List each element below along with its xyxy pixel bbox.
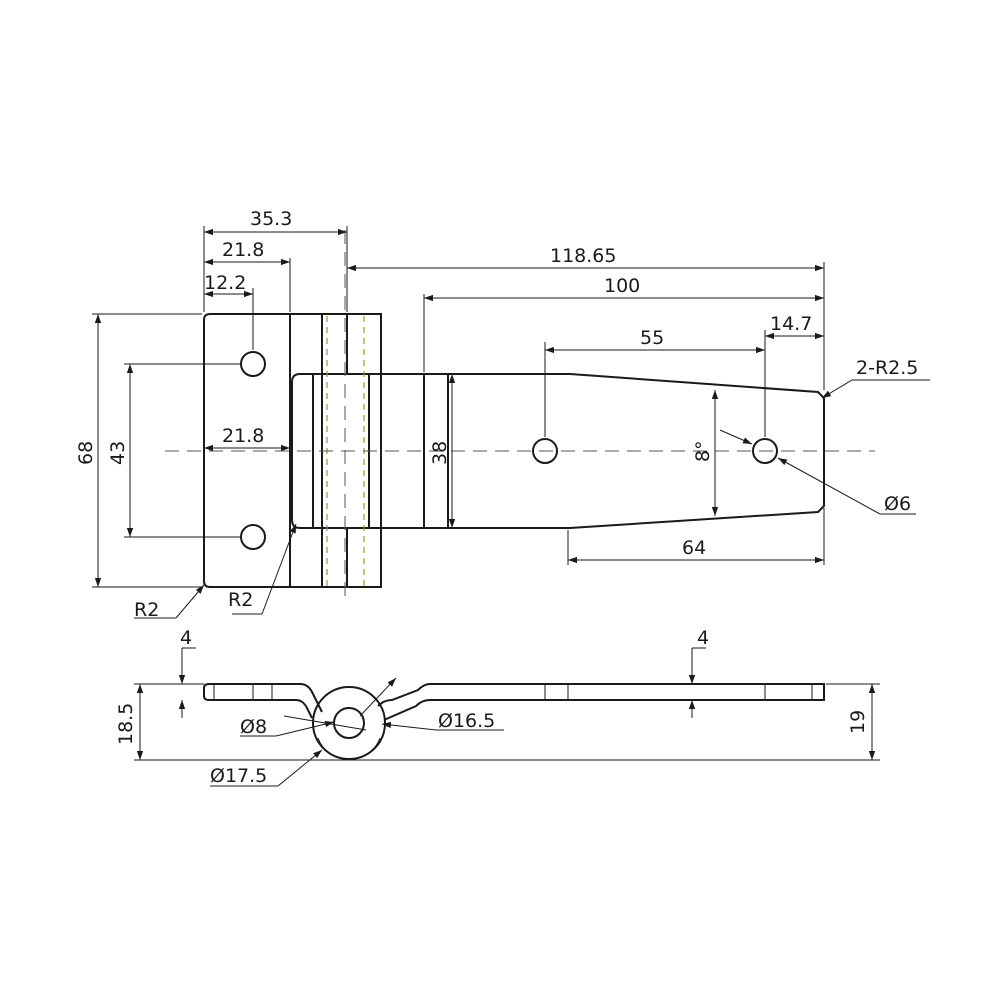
dim-35-3: 35.3 — [250, 208, 292, 230]
callout-dia-16-5: Ø16.5 — [438, 710, 495, 732]
dim-118-65: 118.65 — [550, 245, 616, 267]
dim-12-2: 12.2 — [204, 272, 246, 294]
side-view: 4 4 18.5 19 Ø8 Ø16.5 Ø17.5 — [115, 627, 880, 787]
leaf-hole-lower — [240, 524, 266, 550]
moving-leaf-outline — [291, 373, 825, 529]
dim-64: 64 — [682, 537, 706, 559]
dim-thickness-4-left: 4 — [180, 627, 192, 649]
dim-55: 55 — [640, 327, 664, 349]
dim-thickness-4-right: 4 — [697, 627, 709, 649]
dim-14-7: 14.7 — [770, 313, 812, 335]
callout-2-r2-5: 2-R2.5 — [856, 357, 918, 379]
dim-21-8-mid: 21.8 — [222, 425, 264, 447]
dim-43: 43 — [107, 441, 129, 465]
top-view: 35.3 21.8 12.2 118.65 100 55 14.7 68 43 … — [75, 208, 930, 621]
callout-dia-6: Ø6 — [884, 493, 911, 515]
dim-8-degrees: 8° — [692, 440, 714, 462]
fixed-leaf-outline — [203, 313, 382, 588]
dim-height-19: 19 — [847, 710, 869, 734]
leader-lines — [134, 379, 930, 619]
left-plate — [203, 683, 323, 719]
right-plate — [377, 683, 825, 721]
side-leader-lines — [210, 677, 504, 787]
knuckle-inner-arc — [317, 737, 381, 761]
callout-dia-17-5: Ø17.5 — [210, 765, 267, 787]
pin-hole — [333, 707, 365, 739]
side-dimension-lines — [134, 647, 880, 761]
callout-dia-8: Ø8 — [240, 716, 267, 738]
leaf-hole-upper — [240, 351, 266, 377]
dim-100: 100 — [604, 275, 640, 297]
dimension-lines — [94, 228, 824, 587]
dim-68: 68 — [75, 441, 97, 465]
dim-height-18-5: 18.5 — [115, 703, 137, 745]
callout-r2-mid: R2 — [228, 589, 253, 611]
dim-38: 38 — [429, 441, 451, 465]
extension-lines — [92, 226, 825, 588]
dim-21-8-top: 21.8 — [222, 239, 264, 261]
callout-r2-left: R2 — [134, 599, 159, 621]
